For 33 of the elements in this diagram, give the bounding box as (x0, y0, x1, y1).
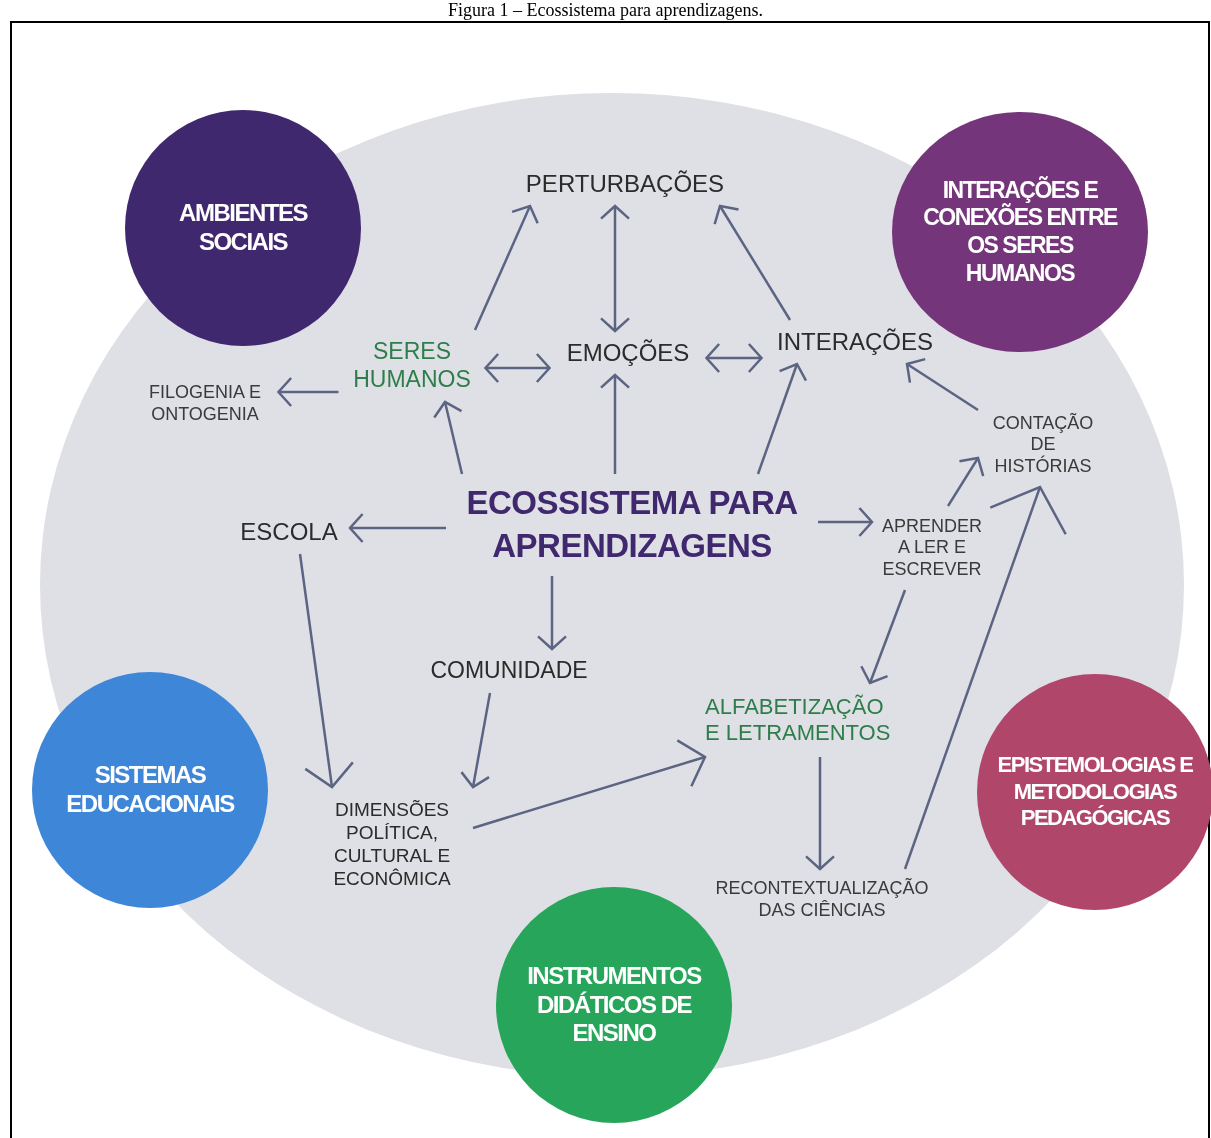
arrow (804, 757, 836, 871)
concept-label: DIMENSÕES POLÍTICA, CULTURAL E ECONÔMICA (317, 793, 467, 897)
figure-title: Figura 1 – Ecossistema para aprendizagens. (447, 0, 764, 20)
concept-label: FILOGENIA E ONTOGENIA (137, 379, 273, 429)
concept-label: INTERAÇÕES (767, 326, 943, 358)
arrow (713, 204, 792, 321)
arrow (433, 400, 464, 475)
arrow (756, 362, 808, 475)
arrow (460, 692, 492, 789)
concept-label: APRENDER A LER E ESCREVER (878, 512, 986, 584)
arrow (277, 376, 339, 408)
arrow (348, 512, 446, 544)
arrow (599, 373, 631, 474)
arrow (484, 352, 551, 384)
arrow (536, 576, 568, 651)
concept-label: ALFABETIZAÇÃO E LETRAMENTOS (705, 689, 895, 751)
arrow (905, 357, 979, 412)
concept-label: CONTAÇÃO DE HISTÓRIAS (984, 409, 1102, 481)
concept-label: EMOÇÕES (555, 337, 701, 369)
arrow (473, 204, 539, 331)
central-title: ECOSSISTEMA PARA APRENDIZAGENS (452, 480, 812, 570)
arrow (946, 456, 985, 507)
concept-label: ESCOLA (234, 516, 344, 548)
topic-circle: AMBIENTES SOCIAIS (125, 110, 361, 346)
arrow (860, 589, 907, 685)
arrow (298, 553, 355, 789)
arrow (903, 485, 1067, 870)
arrow (472, 739, 707, 830)
arrow (599, 204, 631, 333)
concept-label: PERTURBAÇÕES (510, 168, 740, 200)
arrow (705, 342, 763, 374)
arrow (818, 506, 874, 538)
concept-label: COMUNIDADE (414, 655, 604, 687)
